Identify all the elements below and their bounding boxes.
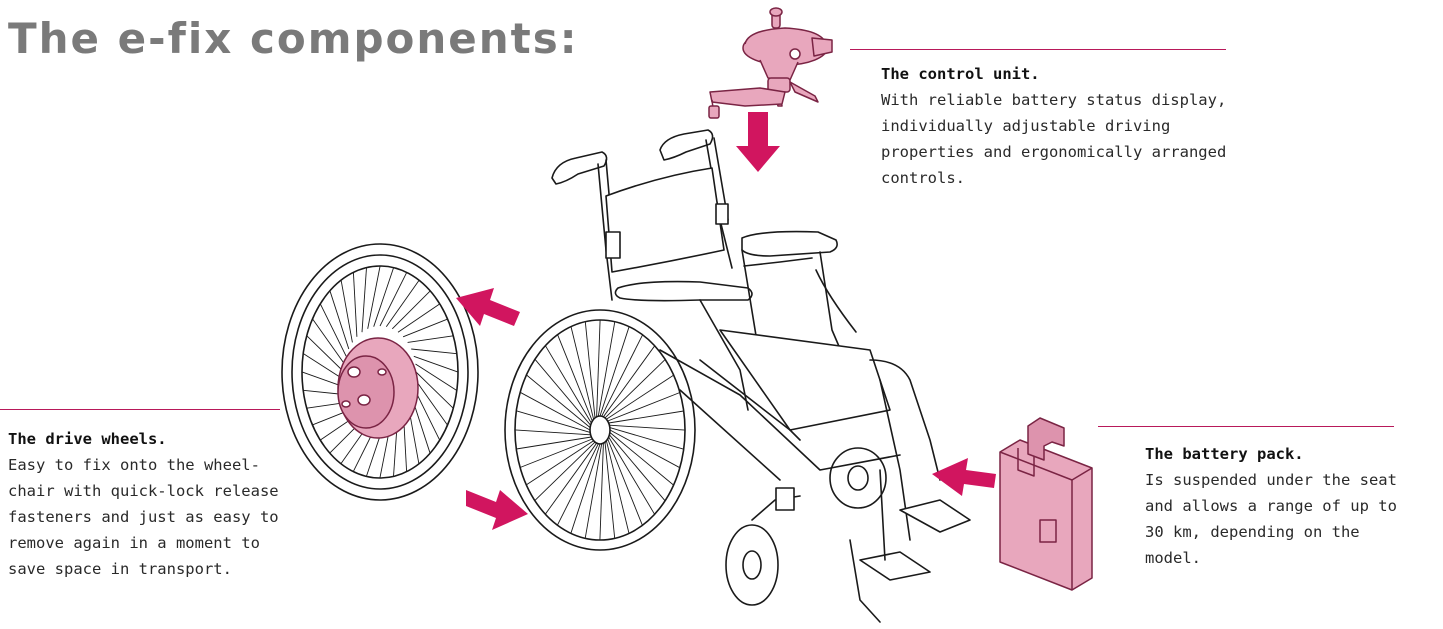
drive-wheels-callout: The drive wheels. Easy to fix onto the w… — [8, 426, 279, 582]
wheelchair-frame — [505, 130, 970, 622]
wheel-spoke — [526, 441, 593, 485]
control-unit-text-line: controls. — [881, 165, 1226, 191]
wheel-spoke — [403, 319, 448, 337]
wheel-spoke — [398, 304, 440, 332]
battery-pack-rule — [1098, 426, 1394, 427]
drive-wheels-text-line: chair with quick-lock release — [8, 478, 279, 504]
wheel-spoke — [558, 335, 593, 421]
wheel-spoke — [600, 443, 604, 540]
wheel-spoke — [545, 346, 591, 423]
wheel-arrow-in — [466, 490, 528, 530]
drive-wheels-text-line: fasteners and just as easy to — [8, 504, 279, 530]
wheel-spoke — [362, 268, 367, 333]
battery-arrow — [932, 458, 996, 496]
control-unit-rule — [850, 49, 1226, 50]
control-unit-part — [709, 8, 832, 118]
wheel-spoke — [609, 425, 685, 430]
wheel-spoke — [608, 393, 680, 422]
control-unit-heading: The control unit. — [881, 61, 1226, 87]
wheel-spoke — [411, 349, 457, 354]
wheel-spoke — [605, 359, 665, 418]
wheel-spoke — [341, 280, 352, 342]
wheel-spoke — [520, 392, 590, 430]
wheel-spoke — [597, 320, 601, 417]
battery-pack-callout: The battery pack. Is suspended under the… — [1145, 441, 1397, 571]
drive-wheels-text-line: remove again in a moment to — [8, 530, 279, 556]
drive-wheels-text-line: save space in transport. — [8, 556, 279, 582]
battery-pack-heading: The battery pack. — [1145, 441, 1397, 467]
drive-wheels-text-line: Easy to fix onto the wheel- — [8, 452, 279, 478]
control-unit-text-line: properties and ergonomically arranged — [881, 139, 1226, 165]
control-unit-callout: The control unit. With reliable battery … — [881, 61, 1226, 191]
wheel-spoke — [516, 437, 591, 449]
wheel-spoke — [598, 322, 615, 417]
battery-pack-text-line: model. — [1145, 545, 1397, 571]
wheel-spoke — [610, 428, 684, 450]
wheel-spoke — [353, 272, 357, 336]
battery-pack-text-line: Is suspended under the seat — [1145, 467, 1397, 493]
drive-wheels-heading: The drive wheels. — [8, 426, 279, 452]
wheel-spoke — [535, 442, 595, 501]
battery-pack-text-line: 30 km, depending on the — [1145, 519, 1397, 545]
wheel-spoke — [520, 439, 592, 468]
drive-wheel-hub-motor — [338, 338, 418, 438]
wheel-spoke — [330, 291, 349, 349]
wheel-spoke — [516, 411, 590, 433]
wheel-spoke — [368, 266, 380, 329]
wheel-spoke — [408, 336, 454, 343]
wheel-spoke — [515, 430, 591, 435]
battery-pack-text-line: and allows a range of up to — [1145, 493, 1397, 519]
wheel-spoke — [609, 437, 655, 514]
wheel-spoke — [606, 375, 673, 419]
wheel-arrow-out — [456, 288, 520, 326]
control-unit-arrow — [736, 112, 780, 172]
control-unit-text-line: With reliable battery status display, — [881, 87, 1226, 113]
wheel-spoke — [610, 430, 680, 468]
wheel-spoke — [609, 411, 684, 423]
wheel-spoke — [608, 439, 643, 525]
battery-pack-part — [1000, 418, 1092, 590]
wheel-spoke — [585, 444, 602, 539]
drive-wheels-rule — [0, 409, 280, 410]
control-unit-text-line: individually adjustable driving — [881, 113, 1226, 139]
wheel-spoke — [414, 356, 458, 372]
